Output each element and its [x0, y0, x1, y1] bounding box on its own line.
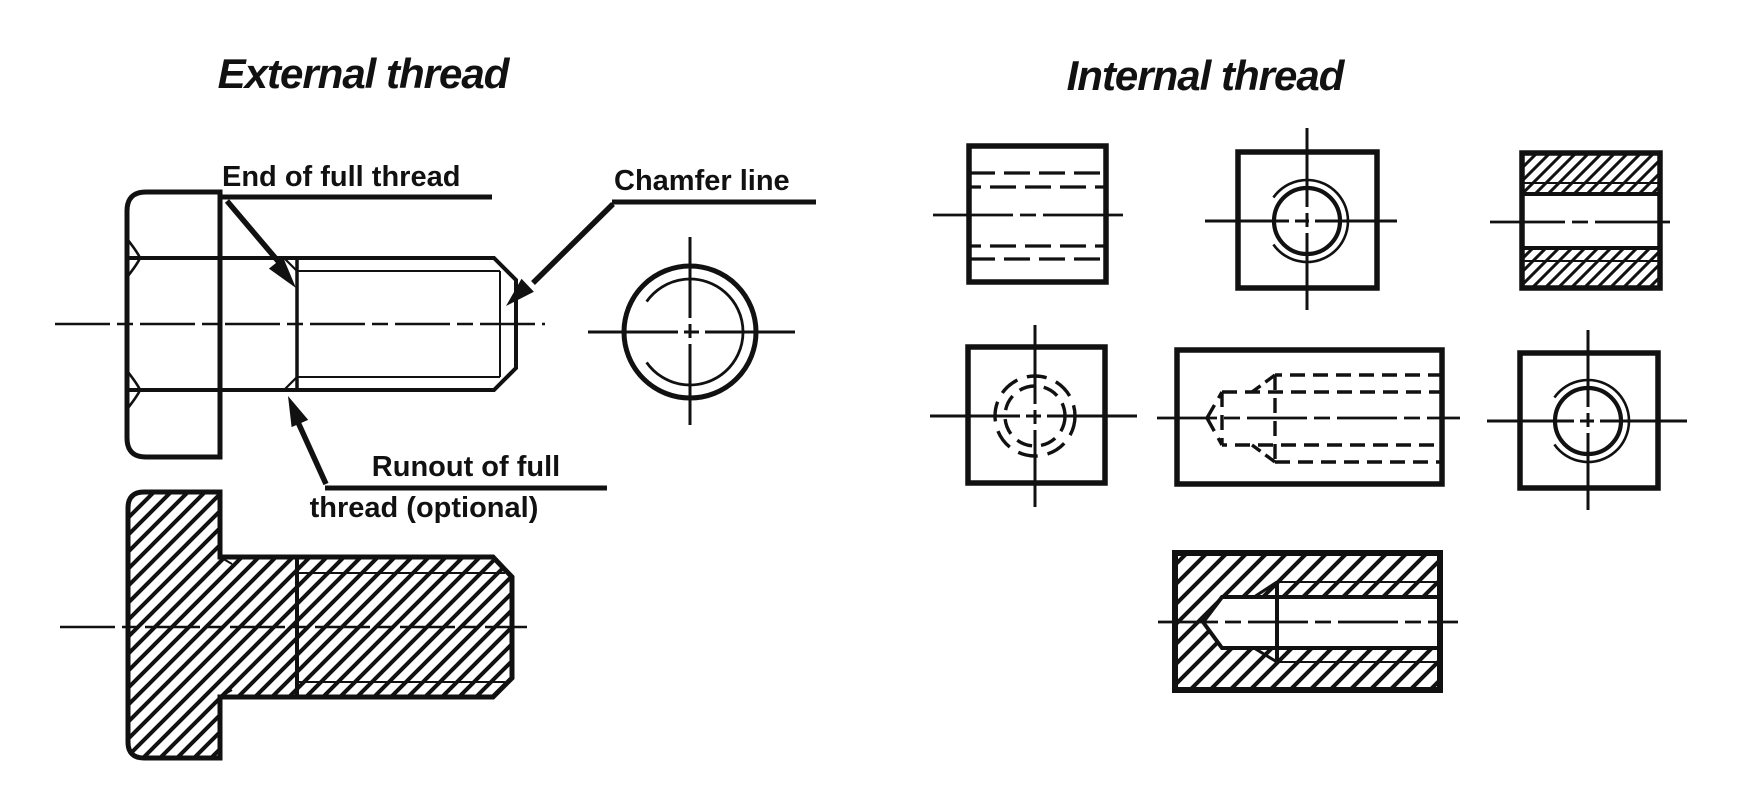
thread-minor-lines — [297, 270, 500, 378]
major-diameter-circle — [621, 263, 759, 401]
bolt-end-view — [588, 237, 795, 425]
section-minor-lines — [297, 572, 505, 683]
view-c-minor-lines — [1522, 192, 1660, 250]
runout-arrowhead — [288, 396, 309, 428]
runout-arrow-shaft — [294, 418, 329, 486]
internal-view-side-hidden — [933, 143, 1133, 285]
section-neck-diagonals — [219, 556, 233, 698]
view-f-major-arc — [1553, 378, 1631, 464]
view-f-outline — [1517, 350, 1661, 491]
internal-view-section-blind — [1158, 550, 1458, 693]
view-g-hatch — [1175, 553, 1440, 690]
view-c-major-lines — [1522, 182, 1660, 262]
bolt-section-view — [60, 489, 527, 761]
end-of-full-thread-text: End of full thread — [222, 161, 460, 193]
view-d-major-dashed-circle — [993, 374, 1077, 458]
view-g-hole-outline — [1201, 595, 1440, 650]
external-thread-panel: External thread — [55, 50, 816, 761]
view-c-hatch-top — [1522, 153, 1660, 194]
internal-view-end-visible — [1205, 128, 1397, 310]
label-end-of-full-thread: End of full thread — [222, 161, 492, 288]
view-e-hidden-hole — [1205, 373, 1442, 464]
internal-thread-title: Internal thread — [1067, 52, 1346, 99]
minor-diameter-arc — [645, 277, 745, 387]
chamfer-line-text: Chamfer line — [614, 165, 790, 197]
view-c-hatch-bottom — [1522, 248, 1660, 288]
internal-view-side-blind-hidden — [1157, 347, 1460, 487]
end-of-full-thread-arrowhead — [268, 257, 296, 288]
shank-outline — [220, 256, 518, 392]
chamfer-line-arrow-shaft — [531, 202, 615, 285]
view-f-minor-circle — [1552, 385, 1624, 457]
runout-text-line1: Runout of full — [372, 451, 560, 483]
runout-text-line2: thread (optional) — [310, 492, 539, 524]
end-of-full-thread-arrow-shaft — [224, 199, 286, 269]
view-d-minor-dashed-circle — [1003, 384, 1067, 448]
hex-head-face-lines — [127, 256, 220, 392]
view-e-runout-diagonals — [1250, 373, 1277, 464]
view-g-major-lines — [1277, 581, 1440, 663]
internal-view-end-visible-2 — [1487, 330, 1687, 510]
hex-head-outline — [124, 189, 223, 460]
internal-view-section-through — [1490, 150, 1692, 291]
chamfer-line-arrowhead — [506, 278, 534, 306]
view-d-outline — [965, 344, 1108, 486]
view-g-runout-diagonals — [1253, 580, 1278, 664]
view-a-outline — [966, 143, 1109, 285]
bolt-side-view — [55, 189, 545, 460]
hex-head-corner-arcs — [126, 239, 142, 409]
view-b-outline — [1235, 149, 1380, 291]
external-thread-title: External thread — [218, 50, 511, 97]
label-runout: Runout of full thread (optional) — [288, 396, 607, 524]
label-chamfer-line: Chamfer line — [506, 165, 816, 306]
view-g-outline — [1172, 550, 1443, 693]
runout-diagonals — [283, 257, 298, 391]
view-c-outline — [1519, 150, 1663, 291]
view-b-minor-circle — [1271, 185, 1343, 257]
view-e-drill-cone — [1205, 391, 1224, 446]
internal-view-end-hidden — [930, 325, 1137, 507]
view-b-major-arc — [1272, 178, 1350, 264]
view-e-outline — [1174, 347, 1445, 487]
internal-thread-panel: Internal thread — [930, 52, 1692, 693]
